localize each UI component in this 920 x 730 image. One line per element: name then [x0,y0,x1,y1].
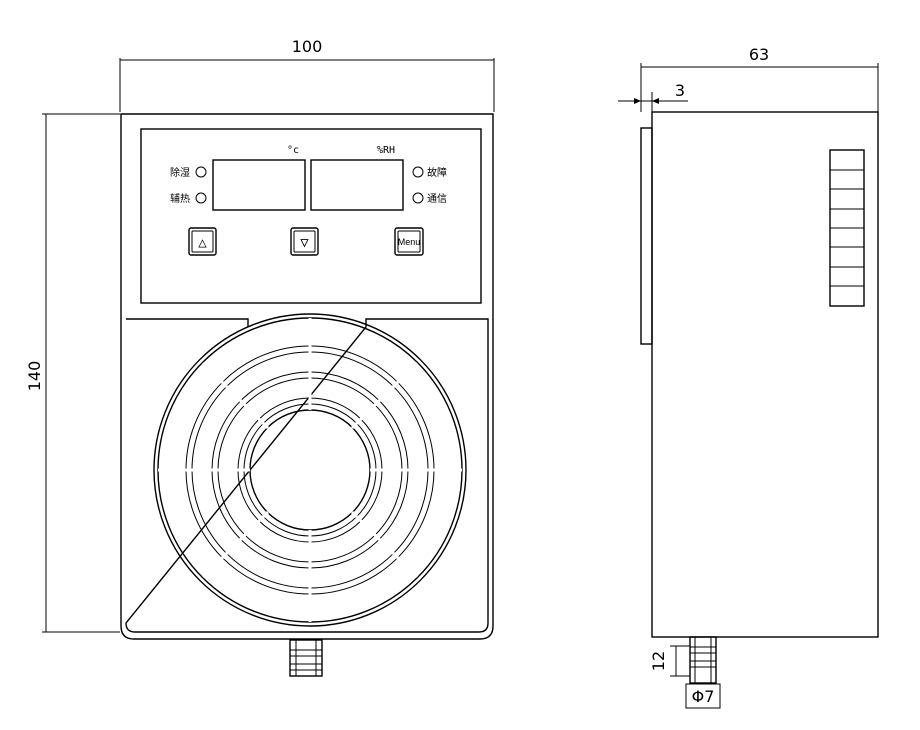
vent-fins [829,149,865,307]
side-view: 63 3 [618,45,879,709]
menu-button[interactable]: Menu [394,227,424,256]
side-body [651,111,879,638]
nozzle-diameter-dimension: Φ7 [685,683,721,709]
offset-label: 3 [675,81,685,100]
humidity-unit: %RH [377,145,395,156]
down-arrow-icon: ▽ [300,235,309,251]
aux-heat-label: 辅热 [170,192,190,205]
device-body [120,113,494,640]
fault-led [412,166,424,178]
fan-guard [153,313,467,627]
dehumidify-label: 除湿 [170,166,190,179]
nozzle-length-label: 12 [649,651,668,671]
height-label: 140 [25,361,44,392]
comm-led [412,192,424,204]
depth-label: 63 [749,45,769,64]
down-button[interactable]: ▽ [290,227,319,256]
front-view: 100 140 °c %RH 除湿 辅热 故障 通信 [25,37,495,677]
control-panel [140,128,482,304]
offset-dimension: 3 [618,81,688,112]
comm-label: 通信 [427,193,447,205]
depth-dimension: 63 [640,45,879,112]
front-panel-edge [640,127,653,345]
front-nozzle [289,639,323,677]
up-button[interactable]: △ [188,227,217,256]
side-nozzle [689,636,717,684]
width-dimension: 100 [119,37,495,112]
height-dimension: 140 [25,113,120,633]
menu-label: Menu [398,237,421,247]
aux-heat-led [195,192,207,204]
fault-label: 故障 [427,166,447,179]
fan-housing [125,318,489,633]
nozzle-diameter-label: Φ7 [692,687,715,706]
up-arrow-icon: △ [198,235,207,251]
dehumidify-led [195,166,207,178]
temperature-display [212,159,306,211]
nozzle-length-dimension: 12 [649,645,690,677]
offset-arrow-left-icon [634,98,641,104]
celsius-unit: °c [287,145,299,156]
offset-arrow-right-icon [652,98,659,104]
humidity-display [310,159,404,211]
width-label: 100 [292,37,323,56]
